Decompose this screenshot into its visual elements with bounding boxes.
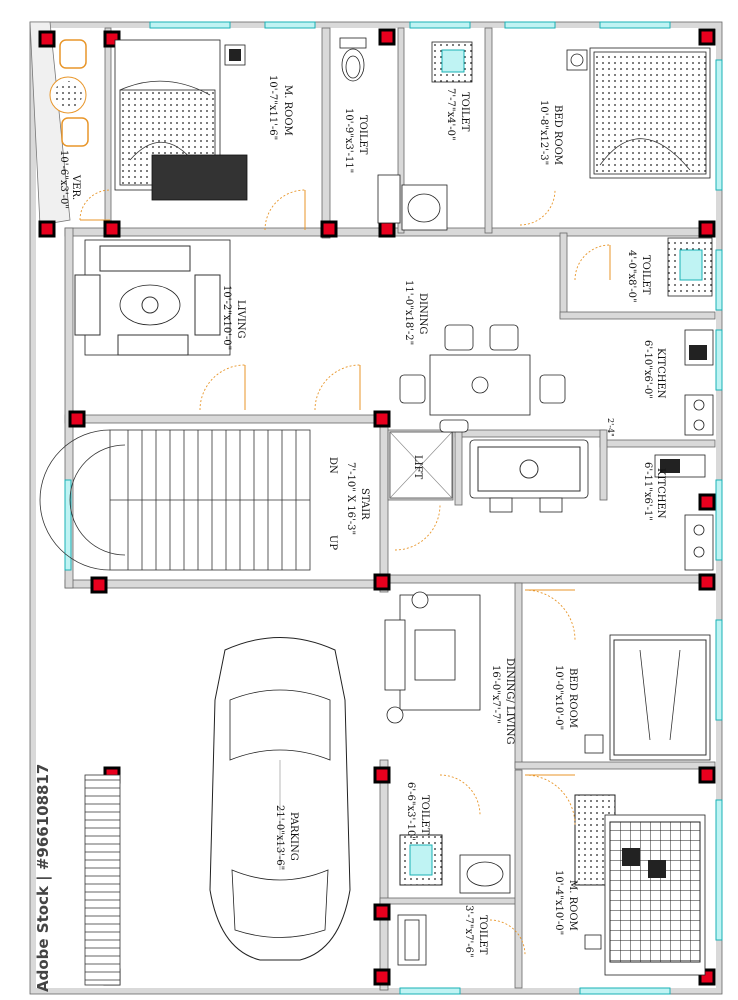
toilet-e-name: TOILET — [477, 915, 488, 955]
m-room-bottom-name: M. ROOM — [567, 880, 578, 931]
kitchen-b-size: 6'-11"x6'-1" — [642, 462, 653, 521]
toilet-b-name: TOILET — [459, 92, 470, 132]
washbasin-icon — [459, 854, 511, 894]
dining-name: DINING — [417, 293, 428, 334]
door-swings — [79, 189, 611, 956]
windows — [64, 21, 723, 995]
living-size: 10'-2"x10'-0" — [221, 285, 232, 350]
kitchen-sink-icon — [654, 454, 706, 478]
double-bed-icon — [584, 634, 711, 761]
bed-room-top-size: 10'-8"x12'-3" — [538, 100, 549, 165]
m-room-top-size: 10'-7"x11'-6" — [267, 75, 278, 140]
double-bed-icon — [574, 794, 706, 976]
toilet-d-name: TOILET — [419, 795, 430, 835]
dining-living-name: DINING/ LIVING — [504, 658, 515, 744]
m-room-top-name: M. ROOM — [282, 85, 293, 136]
veranda-name: VER. — [70, 174, 81, 200]
toilet-b-size: 7'-7"x4'-0" — [445, 88, 456, 141]
double-bed-icon — [566, 47, 711, 179]
stair-size: 7'-10" X 16'-3" — [345, 462, 356, 535]
kitchen-b-name: KITCHEN — [655, 468, 666, 519]
kitchen-a-size: 6'-10"x6'-0" — [642, 340, 653, 399]
veranda-seating-icon — [49, 39, 89, 147]
stair-treads — [127, 430, 297, 570]
dining-size: 11'-0"x18'-2" — [403, 280, 414, 345]
bed-room-top-name: BED ROOM — [552, 105, 563, 165]
watermark: Adobe Stock | #966108817 — [10, 760, 52, 1000]
living-name: LIVING — [235, 300, 246, 339]
veranda-slab — [29, 21, 71, 226]
stove-icon — [684, 514, 714, 571]
room-labels: M. ROOM 10'-7"x11'-6" TOILET 10'-9"x3'-1… — [58, 75, 666, 958]
toilet-d-size: 6'-6"x3'-10" — [405, 782, 416, 841]
lift-name: LIFT — [412, 455, 423, 480]
toilet-c-name: TOILET — [640, 255, 651, 295]
toilet-e-size: 3'-7"x7'-6" — [463, 905, 474, 958]
bed-room-bottom-name: BED ROOM — [567, 668, 578, 728]
double-bed-icon — [114, 39, 248, 201]
sofa-set-icon — [384, 591, 481, 724]
kitchen-sink-icon — [684, 329, 714, 366]
shower-tray-icon — [431, 41, 473, 83]
shower-tray-icon — [399, 834, 443, 886]
dimension-note: 2'-4" — [606, 418, 615, 437]
dining-table-icon — [399, 324, 566, 433]
stair-name: STAIR — [359, 488, 370, 520]
sofa-set-icon — [74, 239, 231, 356]
stair-up-label: UP — [327, 535, 338, 550]
veranda-size: 10'-6"x3'-0" — [58, 150, 69, 209]
shower-tray-icon — [667, 237, 713, 297]
stair-dn-label: DN — [327, 457, 338, 474]
staircase-icon — [39, 429, 311, 571]
washbasin-icon — [401, 184, 448, 231]
kitchen-a-name: KITCHEN — [655, 348, 666, 399]
m-room-bottom-size: 10'-4"x10'-0" — [553, 870, 564, 935]
dining-living-size: 16'-0"x7'-7" — [490, 665, 501, 724]
watermark-text: Adobe Stock | #966108817 — [34, 763, 52, 992]
vanity-icon — [377, 174, 401, 224]
dining-table-icon — [469, 439, 589, 513]
stove-icon — [684, 394, 714, 436]
parking-size: 21'-0"x13'-6" — [274, 805, 285, 870]
ramp-hatch — [84, 774, 121, 986]
bed-room-bottom-size: 10'-0"x10'-0" — [553, 665, 564, 730]
wc-icon — [397, 914, 427, 966]
toilet-a-name: TOILET — [357, 115, 368, 155]
toilet-a-size: 10'-9"x3'-11" — [343, 108, 354, 173]
car-icon — [209, 637, 351, 961]
ramp-lines — [85, 779, 120, 981]
parking-name: PARKING — [288, 812, 299, 861]
toilet-c-size: 4'-0"x8'-0" — [626, 250, 637, 303]
wc-icon — [339, 37, 367, 82]
